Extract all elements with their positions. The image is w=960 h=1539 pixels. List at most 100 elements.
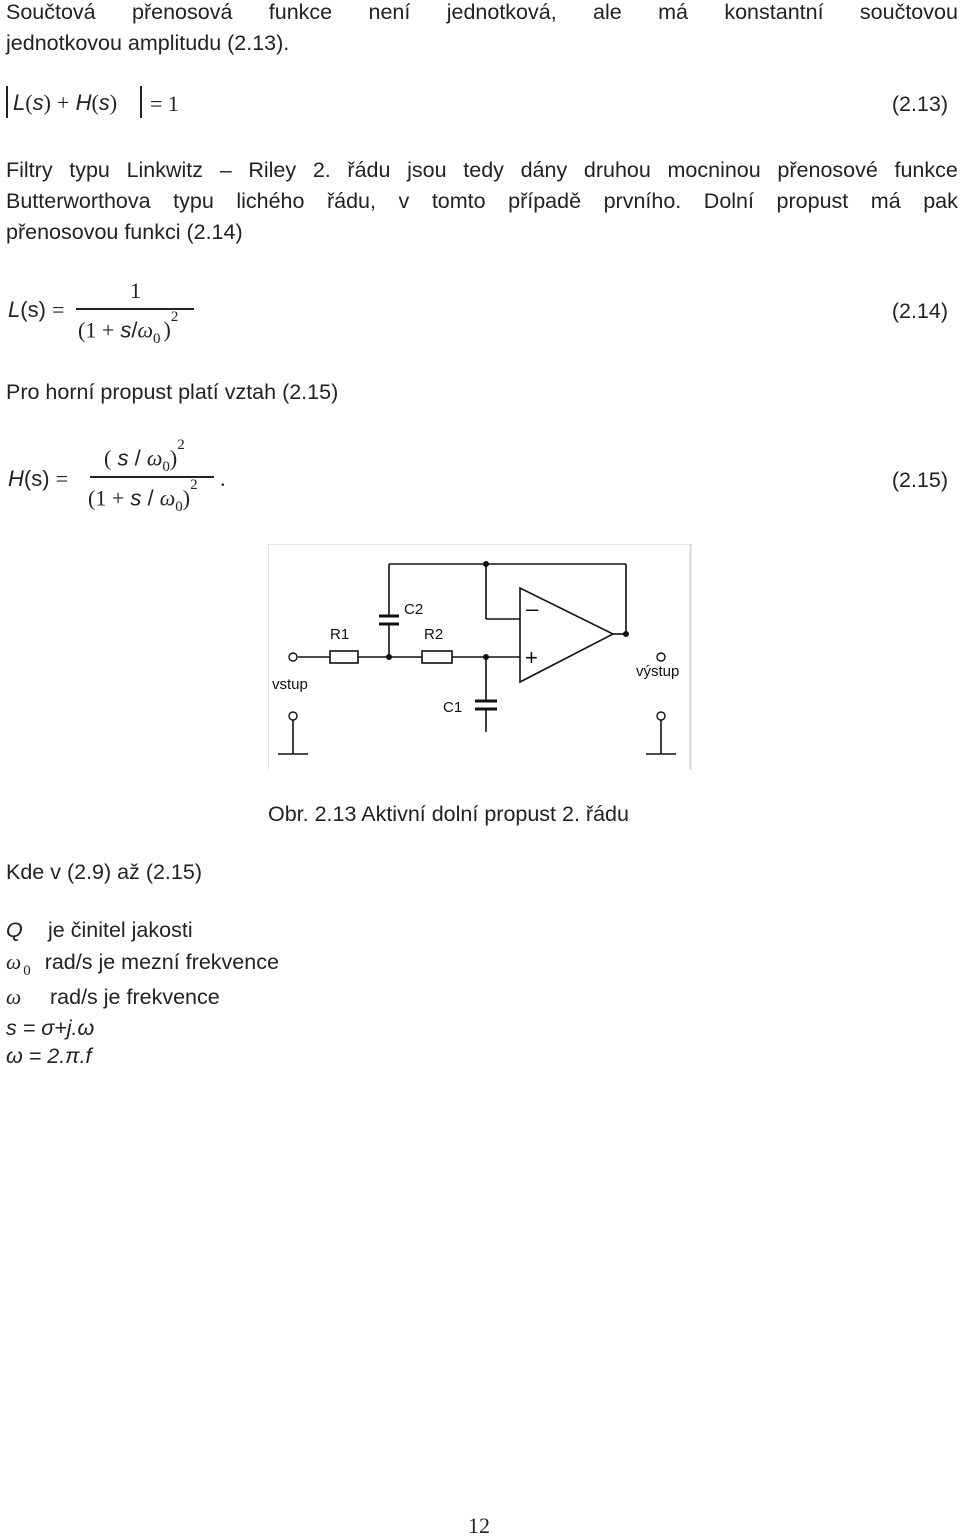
word: není <box>368 0 411 24</box>
lhs: H(s) = <box>8 468 68 490</box>
word: tomto <box>431 189 486 213</box>
subscript: 0 <box>162 459 170 476</box>
den-close: ) <box>182 485 191 511</box>
resistor-r1 <box>329 650 359 664</box>
word: druhou <box>583 158 651 182</box>
symbol-omega: ω <box>6 950 22 974</box>
symbol-s: s <box>130 485 142 511</box>
capacitor-c1 <box>475 699 497 711</box>
legend-text: je činitel jakosti <box>48 918 193 942</box>
abs-bar-left <box>6 86 8 118</box>
word: – <box>219 158 232 182</box>
legend-item: ω rad/s je frekvence <box>6 985 220 1009</box>
figure-frame <box>268 544 692 770</box>
word: má <box>870 189 901 213</box>
paren: ) <box>43 90 51 115</box>
word: jednotková, <box>446 0 557 24</box>
denominator: (1 + s / ω0)2 <box>88 478 198 515</box>
word: případě <box>508 189 582 213</box>
legend-text: rad/s je frekvence <box>50 985 220 1009</box>
formula-omega: ω = 2.π.f <box>6 1044 92 1068</box>
denominator: (1 + s/ω0)2 <box>78 310 178 347</box>
equation-2-14: L(s) = 1 (1 + s/ω0)2 (2.14) <box>6 276 952 356</box>
symbol-omega: ω <box>159 485 176 511</box>
slash: / <box>134 445 141 471</box>
label-r2: R2 <box>424 626 443 643</box>
word: mocninou <box>667 158 761 182</box>
abs-content: L(s) + H(s) <box>13 92 117 114</box>
num-open: ( <box>104 445 112 471</box>
circuit-diagram: C2 R1 R2 C1 vstup výstup – + <box>268 544 692 770</box>
superscript: 2 <box>190 477 198 493</box>
junction-dot <box>483 654 489 660</box>
slash: / <box>147 485 154 511</box>
equals-sign: = <box>55 466 69 491</box>
label-r1: R1 <box>330 626 349 643</box>
word: typu <box>173 189 214 213</box>
word: funkce <box>894 158 958 182</box>
input-terminal <box>288 652 298 662</box>
opamp-triangle <box>519 586 615 684</box>
word: typu <box>69 158 110 182</box>
paren: ( <box>91 90 99 115</box>
word: lichého <box>236 189 305 213</box>
word: funkce <box>268 0 333 24</box>
legend-intro: Kde v (2.9) až (2.15) <box>6 860 202 884</box>
subscript: 0 <box>153 331 161 348</box>
word: dány <box>520 158 568 182</box>
paren: ) <box>109 90 118 115</box>
junction-dot <box>483 561 489 567</box>
arg: (s) <box>23 466 50 491</box>
word: jsou <box>407 158 447 182</box>
symbol-s: s <box>117 445 129 471</box>
numerator: 1 <box>130 278 141 303</box>
subscript: 0 <box>175 499 183 516</box>
equation-number: (2.13) <box>891 92 948 116</box>
fraction-line <box>90 476 214 478</box>
para2-line-1: Filtry typu Linkwitz – Riley 2. řádu jso… <box>6 158 958 182</box>
word: řádu, <box>326 189 376 213</box>
para2-line-3: přenosovou funkci (2.14) <box>6 220 243 244</box>
output-ground-terminal <box>656 711 666 721</box>
numerator: ( s / ω0)2 <box>104 438 185 475</box>
label-c1: C1 <box>443 699 462 716</box>
word: propust <box>776 189 849 213</box>
word: Součtová <box>6 0 96 24</box>
junction-dot <box>386 654 392 660</box>
word: prvního. <box>603 189 682 213</box>
abs-bar-right <box>140 86 142 118</box>
fraction-line <box>76 308 194 310</box>
intro-line-2: jednotkovou amplitudu (2.13). <box>6 31 290 55</box>
word: přenosové <box>777 158 878 182</box>
one: 1 <box>167 91 179 116</box>
opamp-plus-sign: + <box>525 645 538 670</box>
equals-one: = 1 <box>150 93 179 115</box>
arg: (s) <box>20 297 46 322</box>
para2-line-2: Butterworthova typu lichého řádu, v tomt… <box>6 189 958 213</box>
word: ale <box>593 0 622 24</box>
intro-line-1: Součtová přenosová funkce není jednotkov… <box>6 0 958 24</box>
symbol-omega: ω <box>137 317 154 343</box>
symbol-omega: ω <box>6 985 22 1009</box>
page-number: 12 <box>468 1513 490 1538</box>
label-output: výstup <box>636 663 679 680</box>
legend-text: rad/s je mezní frekvence <box>44 950 279 974</box>
slash: / <box>131 317 138 343</box>
den-open: (1 + <box>88 485 125 511</box>
symbol-H: H <box>75 90 92 115</box>
lhs: L(s) = <box>8 299 64 321</box>
word: konstantní <box>724 0 824 24</box>
symbol-L: L <box>8 297 21 322</box>
word: v <box>398 189 410 213</box>
label-input: vstup <box>272 676 308 693</box>
equation-2-15: H(s) = ( s / ω0)2 (1 + s / ω0)2 . (2.15) <box>6 436 952 520</box>
capacitor-c2 <box>379 614 399 626</box>
output-terminal <box>656 652 666 662</box>
plus-sign: + <box>57 90 70 115</box>
word: součtovou <box>859 0 958 24</box>
symbol-q: Q <box>6 918 23 942</box>
wires <box>278 563 676 755</box>
paren: ( <box>25 90 33 115</box>
para3: Pro horní propust platí vztah (2.15) <box>6 380 339 404</box>
